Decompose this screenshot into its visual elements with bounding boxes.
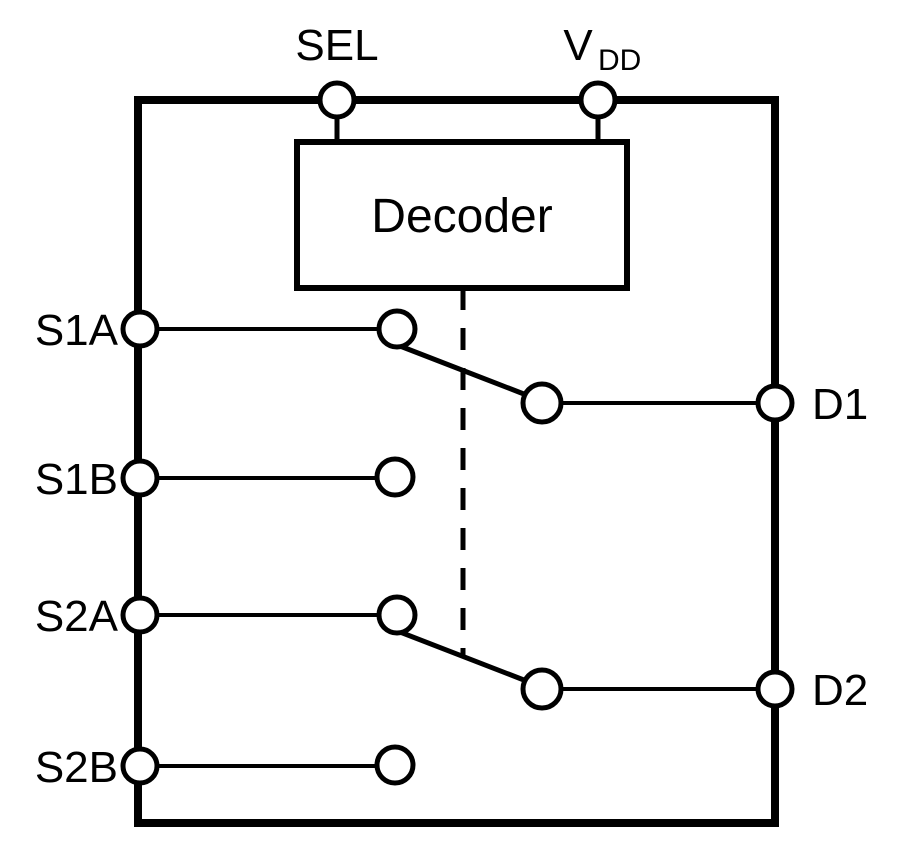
s2b-source-terminal[interactable] — [120, 746, 160, 786]
vdd-port-subscript: DD — [598, 44, 641, 77]
d1-pole-terminal[interactable] — [520, 381, 564, 425]
d1-port-label: D1 — [812, 380, 868, 429]
s1b-port-label: S1B — [35, 455, 118, 504]
s2a-switch-blade[interactable] — [384, 624, 532, 685]
decoder-block-group: Decoder — [294, 100, 630, 291]
switch-row-s1b[interactable] — [120, 456, 416, 498]
d2-pole-terminal[interactable] — [520, 667, 564, 711]
s2b-throw-terminal[interactable] — [374, 744, 416, 786]
s1b-source-terminal[interactable] — [120, 458, 160, 498]
d2-port-label: D2 — [812, 666, 868, 715]
switch-row-s2a[interactable] — [120, 594, 795, 711]
d1-bus-terminal[interactable] — [755, 383, 795, 423]
s2a-throw-terminal[interactable] — [376, 594, 418, 636]
vdd-port-terminal[interactable] — [578, 80, 618, 120]
switch-row-s2b[interactable] — [120, 744, 416, 786]
s2a-port-label: S2A — [35, 592, 119, 641]
vdd-port-label: V — [563, 21, 593, 70]
decoder-label: Decoder — [371, 190, 552, 243]
s1a-port-label: S1A — [35, 306, 119, 355]
outer-frame-group — [134, 96, 779, 827]
d2-bus-terminal[interactable] — [755, 669, 795, 709]
sel-port-terminal[interactable] — [317, 80, 357, 120]
switch-row-s1a[interactable] — [120, 308, 795, 425]
s1a-switch-blade[interactable] — [384, 338, 532, 399]
top-port-nodes[interactable] — [317, 80, 618, 120]
s2a-source-terminal[interactable] — [120, 595, 160, 635]
s1a-throw-terminal[interactable] — [376, 308, 418, 350]
s1b-throw-terminal[interactable] — [374, 456, 416, 498]
sel-port-label: SEL — [295, 21, 378, 70]
port-labels-group: SEL V DD S1A S1B S2A S2B D1 D2 — [35, 21, 868, 792]
s2b-port-label: S2B — [35, 743, 118, 792]
s1a-source-terminal[interactable] — [120, 309, 160, 349]
